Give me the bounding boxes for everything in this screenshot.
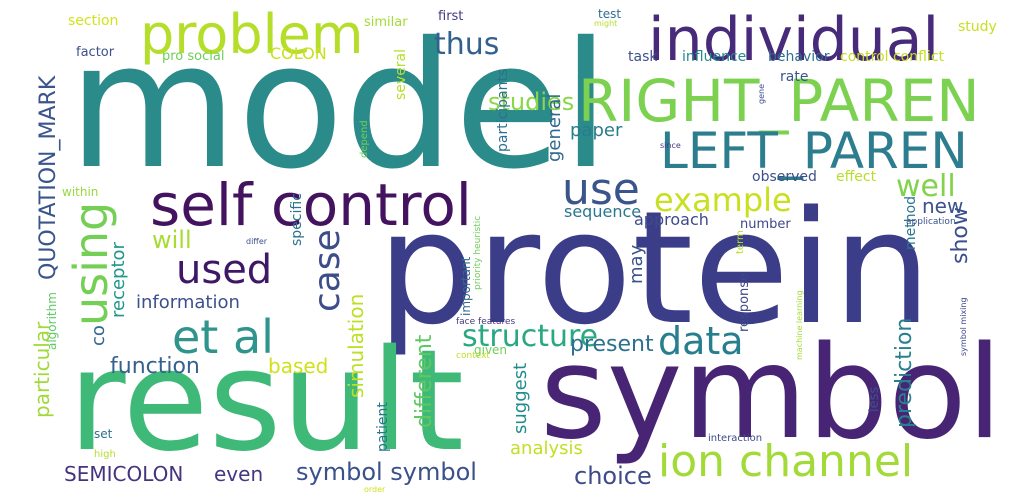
word-example: example <box>654 181 792 219</box>
word-self-control: self control <box>150 171 472 239</box>
word-since: since <box>660 141 681 150</box>
word-similar: similar <box>364 15 408 30</box>
word-result: result <box>68 320 465 483</box>
word-task: task <box>628 49 658 65</box>
word-context: context <box>456 351 490 361</box>
word-paper: paper <box>570 120 623 141</box>
word-suggest: suggest <box>510 362 531 434</box>
word-interaction: interaction <box>708 433 763 444</box>
word-ion-channel: ion channel <box>658 436 914 487</box>
word-used: used <box>176 247 273 293</box>
word-rate: rate <box>780 69 809 85</box>
word-new: new <box>922 194 964 218</box>
word-participants: participants <box>495 68 511 152</box>
word-symbol-mixing: symbol mixing <box>959 297 968 356</box>
word-data: data <box>658 319 744 363</box>
word-patient: patient <box>375 402 391 452</box>
word-may: may <box>626 244 647 284</box>
word-within: within <box>62 185 99 199</box>
word-general: general <box>544 93 565 162</box>
word-analysis: analysis <box>510 438 583 459</box>
word-priority-heuristic: priority heuristic <box>473 215 483 290</box>
word-application: application <box>906 217 956 227</box>
word-depend: depend <box>359 120 370 158</box>
word-behavior: behavior <box>768 49 830 65</box>
word-gene: gene <box>757 84 766 104</box>
word-given: given <box>474 343 508 357</box>
word-order: order <box>364 485 386 494</box>
word-pro-social: pro social <box>162 49 225 64</box>
word-influence: influence <box>682 49 747 65</box>
word-effect: effect <box>836 169 877 185</box>
word-semicolon: SEMICOLON <box>64 462 184 486</box>
word-receptor: receptor <box>108 242 129 318</box>
word-even: even <box>214 462 264 486</box>
word-test: test <box>598 7 622 21</box>
word-term: term <box>735 230 746 254</box>
word-symbol: symbol <box>540 319 1003 468</box>
word-thus: thus <box>434 27 500 62</box>
word-algorithm: algorithm <box>45 292 59 350</box>
word-choice: choice <box>574 462 652 490</box>
word-machine-learning: machine learning <box>795 290 804 360</box>
word-might: might <box>594 19 618 28</box>
word-quotation-mark: QUOTATION_MARK <box>36 75 61 280</box>
word-prediction: prediction <box>892 317 917 428</box>
word-well: well <box>896 169 956 204</box>
word-right-paren: RIGHT_PAREN <box>578 67 980 135</box>
word-structure: structure <box>462 319 599 354</box>
word-co: co <box>88 325 109 346</box>
word-studies: studies <box>488 88 575 116</box>
word-approach: approach <box>634 210 709 229</box>
word-case: case <box>307 229 348 312</box>
word-use: use <box>562 164 640 215</box>
word-individual: individual <box>648 5 940 75</box>
word-different: different <box>412 334 437 428</box>
word-specific: specific <box>289 193 305 246</box>
word-problem: problem <box>140 3 364 66</box>
word-model: model <box>68 5 610 208</box>
word-number: number <box>740 217 791 232</box>
word-differ: differ <box>246 237 268 246</box>
word-high: high <box>94 449 116 460</box>
word-face-features: face features <box>456 317 516 327</box>
word-first: first <box>438 9 464 24</box>
word-section: section <box>68 13 119 29</box>
word-control-conflict: control conflict <box>840 49 945 65</box>
word-present: present <box>570 332 654 357</box>
word-important: important <box>459 256 473 316</box>
word-colon: COLON <box>270 44 327 63</box>
word-et-al: et al <box>172 310 274 364</box>
word-study: study <box>958 19 997 35</box>
word-information: information <box>136 292 240 313</box>
word-factor: factor <box>76 45 115 60</box>
word-sequence: sequence <box>564 202 642 221</box>
word-will: will <box>152 226 192 254</box>
word-less: less <box>867 386 882 412</box>
word-left-paren: LEFT_PAREN <box>660 122 968 180</box>
word-protein: protein <box>377 177 932 359</box>
word-response: response <box>737 272 752 332</box>
word-simulation: simulation <box>344 293 368 398</box>
word-function: function <box>110 354 200 379</box>
word-several: several <box>393 48 409 100</box>
word-symbol-symbol: symbol symbol <box>296 458 477 486</box>
word-set: set <box>94 427 113 441</box>
word-observed: observed <box>752 169 817 185</box>
word-based: based <box>268 354 329 378</box>
